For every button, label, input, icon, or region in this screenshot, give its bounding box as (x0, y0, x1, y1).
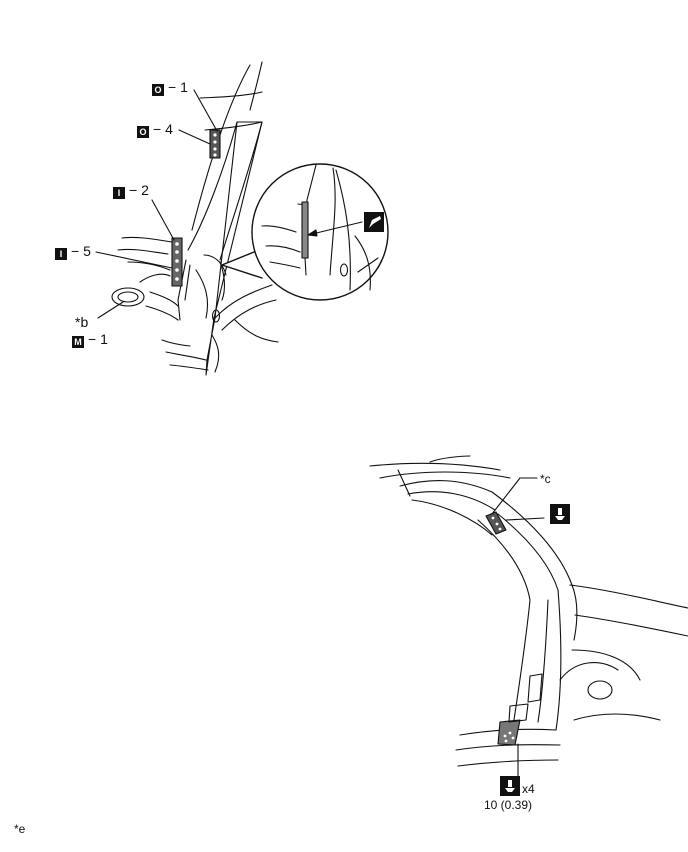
bottom-leader-lines (491, 477, 545, 779)
i-symbol-icon: I (113, 187, 125, 199)
footnote-e: *e (14, 822, 26, 836)
top-leader-lines (95, 89, 218, 319)
brush-icon (364, 212, 384, 232)
callout-o1: O − 1 (152, 79, 188, 96)
callout-i2-text: − 2 (129, 182, 149, 198)
callout-c: *c (540, 472, 551, 486)
i-symbol-icon: I (55, 248, 67, 260)
sealer-icon-top (550, 504, 570, 524)
o-symbol-icon: O (152, 84, 164, 96)
callout-m1: M − 1 (72, 331, 108, 348)
callout-i5: I − 5 (55, 243, 91, 260)
count-label: x4 (522, 782, 535, 796)
dimension-label: 10 (0.39) (484, 798, 533, 812)
magnified-view (221, 163, 389, 301)
callout-b: *b (75, 314, 89, 330)
callout-m1-text: − 1 (88, 331, 108, 347)
callout-i5-text: − 5 (71, 243, 91, 259)
m-symbol-icon: M (72, 336, 84, 348)
callout-o1-text: − 1 (168, 79, 188, 95)
o-symbol-icon: O (137, 126, 149, 138)
sealer-icon-bottom (500, 776, 520, 796)
callout-i2: I − 2 (113, 182, 149, 199)
callout-o4-text: − 4 (153, 121, 173, 137)
callout-o4: O − 4 (137, 121, 173, 138)
bottom-pillar-drawing (369, 455, 688, 767)
top-pillar-drawing (111, 61, 279, 376)
